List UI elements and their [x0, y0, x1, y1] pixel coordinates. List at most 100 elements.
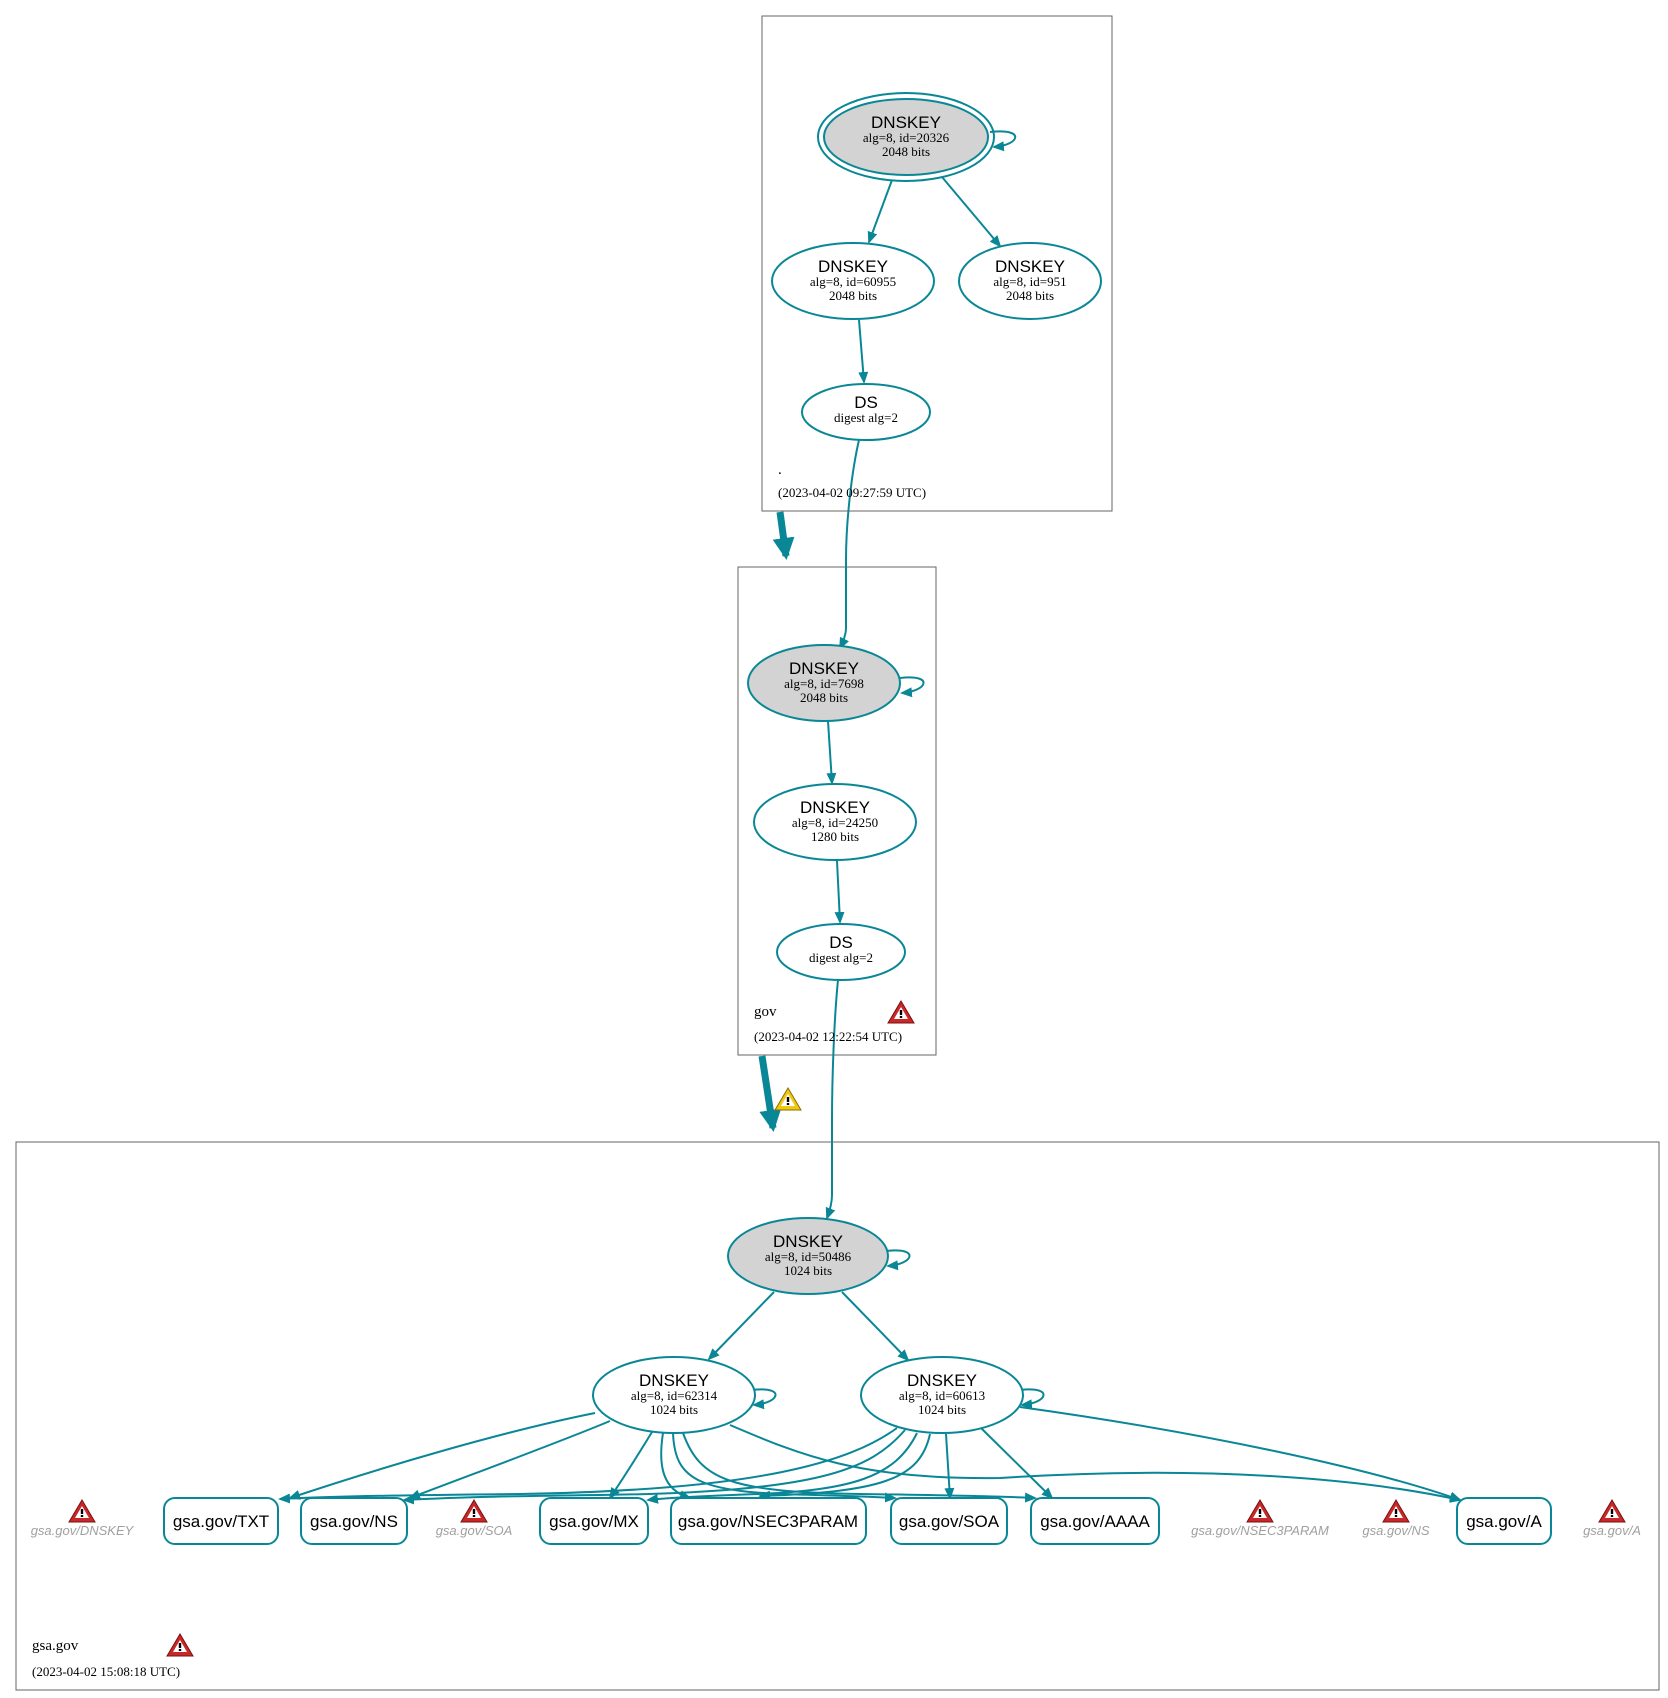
dnskey-node-root-ksk[interactable]: DNSKEY alg=8, id=20326 2048 bits — [817, 92, 995, 182]
errored-rrset-nsec3param[interactable]: gsa.gov/NSEC3PARAM — [1191, 1499, 1329, 1538]
error-icon — [1598, 1499, 1626, 1523]
node-title: DNSKEY — [800, 798, 870, 817]
rrset-ns[interactable]: gsa.gov/NS — [300, 1497, 408, 1545]
zone-gsa-name: gsa.gov — [32, 1638, 79, 1654]
rrset-a[interactable]: gsa.gov/A — [1456, 1497, 1552, 1545]
node-bits: 1024 bits — [784, 1263, 832, 1278]
error-icon — [68, 1499, 96, 1523]
rrset-soa[interactable]: gsa.gov/SOA — [890, 1497, 1008, 1545]
edge-root-ksk-self — [989, 130, 1017, 152]
edge-60613-to-ns — [402, 1429, 906, 1505]
edge-root-ksk-to-60955 — [867, 179, 893, 244]
edge-gsa-ksk-self — [885, 1249, 911, 1271]
edge-62314-to-soa — [672, 1432, 897, 1503]
edge-gsa-62314-self — [751, 1388, 777, 1410]
delegation-root-to-gov — [772, 511, 795, 560]
node-title: DS — [854, 393, 878, 412]
node-detail: alg=8, id=7698 — [784, 676, 864, 691]
rrset-label: gsa.gov/TXT — [173, 1512, 269, 1531]
dnskey-node-root-951[interactable]: DNSKEY alg=8, id=951 2048 bits — [958, 242, 1102, 320]
rrset-label: gsa.gov/SOA — [899, 1512, 1000, 1531]
node-title: DNSKEY — [773, 1232, 843, 1251]
node-title: DNSKEY — [639, 1371, 709, 1390]
node-detail: alg=8, id=60955 — [810, 274, 896, 289]
rrset-mx[interactable]: gsa.gov/MX — [539, 1497, 649, 1545]
delegation-gov-to-gsa — [758, 1055, 782, 1132]
rrset-aaaa[interactable]: gsa.gov/AAAA — [1030, 1497, 1160, 1545]
dnskey-node-gov-ksk[interactable]: DNSKEY alg=8, id=7698 2048 bits — [747, 644, 901, 722]
dnskey-node-gsa-60613[interactable]: DNSKEY alg=8, id=60613 1024 bits — [860, 1356, 1024, 1434]
edge-60613-to-aaaa — [980, 1427, 1054, 1500]
edges — [278, 130, 1462, 1505]
zone-gov-name: gov — [754, 1004, 777, 1020]
error-icon — [1246, 1499, 1274, 1523]
rrset-label: gsa.gov/NS — [310, 1512, 398, 1531]
node-detail: digest alg=2 — [809, 950, 873, 965]
zone-root-name: . — [778, 462, 782, 478]
edge-62314-to-txt — [288, 1412, 596, 1500]
errored-rrset-dnskey[interactable]: gsa.gov/DNSKEY — [31, 1499, 135, 1538]
edge-gsa-ksk-to-62314 — [707, 1291, 775, 1361]
rrset-txt[interactable]: gsa.gov/TXT — [163, 1497, 279, 1545]
dnskey-node-gsa-ksk[interactable]: DNSKEY alg=8, id=50486 1024 bits — [727, 1217, 889, 1295]
edge-62314-to-aaaa — [682, 1432, 1037, 1503]
errored-rrset-soa[interactable]: gsa.gov/SOA — [436, 1499, 513, 1538]
node-title: DNSKEY — [818, 257, 888, 276]
ds-node-gov[interactable]: DS digest alg=2 — [776, 923, 906, 981]
node-title: DNSKEY — [789, 659, 859, 678]
edge-60613-to-txt — [278, 1427, 898, 1504]
node-detail: alg=8, id=951 — [993, 274, 1066, 289]
rrset-label: gsa.gov/NSEC3PARAM — [678, 1512, 858, 1531]
zone-gsa-timestamp: (2023-04-02 15:08:18 UTC) — [32, 1664, 180, 1679]
zone-root-timestamp: (2023-04-02 09:27:59 UTC) — [778, 485, 926, 500]
edge-gsa-ksk-to-60613 — [841, 1291, 910, 1362]
errored-rrset-label: gsa.gov/NSEC3PARAM — [1191, 1523, 1329, 1538]
node-title: DNSKEY — [995, 257, 1065, 276]
node-bits: 2048 bits — [882, 144, 930, 159]
edge-root-ksk-to-951 — [941, 176, 1002, 248]
rrset-label: gsa.gov/AAAA — [1040, 1512, 1150, 1531]
ds-node-root[interactable]: DS digest alg=2 — [801, 383, 931, 441]
errored-rrset-label: gsa.gov/A — [1583, 1523, 1641, 1538]
dnskey-node-gov-zsk[interactable]: DNSKEY alg=8, id=24250 1280 bits — [753, 783, 917, 861]
edge-60613-to-a — [1019, 1406, 1462, 1502]
node-bits: 2048 bits — [1006, 288, 1054, 303]
node-bits: 2048 bits — [829, 288, 877, 303]
error-icon[interactable] — [166, 1633, 194, 1657]
node-detail: digest alg=2 — [834, 410, 898, 425]
warning-icon[interactable] — [774, 1087, 802, 1111]
node-detail: alg=8, id=20326 — [863, 130, 950, 145]
node-bits: 2048 bits — [800, 690, 848, 705]
errored-rrset-label: gsa.gov/DNSKEY — [31, 1523, 135, 1538]
errored-rrset-label: gsa.gov/SOA — [436, 1523, 513, 1538]
node-bits: 1280 bits — [811, 829, 859, 844]
error-icon[interactable] — [887, 1000, 915, 1024]
errored-rrset-label: gsa.gov/NS — [1362, 1523, 1430, 1538]
errored-rrset-ns[interactable]: gsa.gov/NS — [1362, 1499, 1430, 1538]
error-icon — [460, 1499, 488, 1523]
zone-gov-timestamp: (2023-04-02 12:22:54 UTC) — [754, 1029, 902, 1044]
error-icon — [1382, 1499, 1410, 1523]
node-detail: alg=8, id=60613 — [899, 1388, 985, 1403]
edge-gov-ksk-to-zsk — [826, 720, 837, 785]
edge-gov-zsk-to-ds — [834, 860, 845, 924]
edge-gov-ds-to-gsa-ksk — [825, 979, 839, 1220]
rrset-label: gsa.gov/MX — [549, 1512, 639, 1531]
errored-rrset-a[interactable]: gsa.gov/A — [1583, 1499, 1641, 1538]
node-bits: 1024 bits — [918, 1402, 966, 1417]
edge-root-ds-to-gov-ksk — [839, 439, 860, 650]
zone-gsa-box — [15, 1141, 1660, 1691]
node-title: DNSKEY — [907, 1371, 977, 1390]
node-detail: alg=8, id=62314 — [631, 1388, 718, 1403]
edge-root-60955-to-ds — [858, 319, 869, 384]
dnskey-node-gsa-62314[interactable]: DNSKEY alg=8, id=62314 1024 bits — [592, 1356, 756, 1434]
node-detail: alg=8, id=50486 — [765, 1249, 852, 1264]
node-detail: alg=8, id=24250 — [792, 815, 878, 830]
edge-60613-to-soa — [944, 1433, 955, 1500]
edge-62314-to-a — [729, 1424, 1462, 1503]
node-bits: 1024 bits — [650, 1402, 698, 1417]
node-title: DNSKEY — [871, 113, 941, 132]
rrset-nsec3param[interactable]: gsa.gov/NSEC3PARAM — [670, 1497, 867, 1545]
dnskey-node-root-60955[interactable]: DNSKEY alg=8, id=60955 2048 bits — [771, 242, 935, 320]
